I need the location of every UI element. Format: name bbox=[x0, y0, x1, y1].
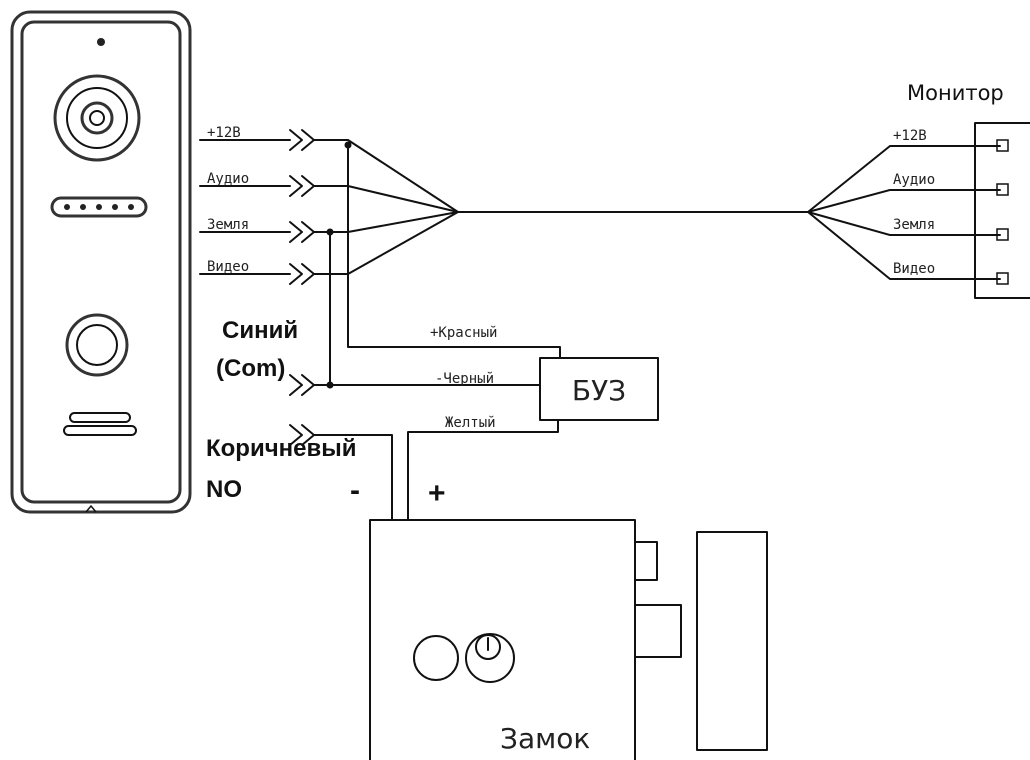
buz-wire-black-label: -Черный bbox=[435, 371, 494, 387]
connector-chevron-icons bbox=[289, 129, 315, 446]
label-plus: + bbox=[428, 477, 446, 510]
label-minus: - bbox=[350, 474, 360, 507]
wire-label-ground: Земля bbox=[207, 217, 249, 233]
wire-label-12v: +12В bbox=[207, 125, 241, 141]
strike-plate bbox=[696, 531, 768, 751]
buz-title: БУЗ bbox=[572, 374, 626, 407]
tap-wires bbox=[313, 144, 561, 521]
ir-led-strip-icon bbox=[50, 196, 148, 218]
monitor-label-video: Видео bbox=[893, 261, 935, 277]
buz-wire-yellow-label: Желтый bbox=[445, 415, 496, 431]
lock-cylinder-icon bbox=[465, 633, 515, 683]
monitor-label-audio: Аудио bbox=[893, 172, 935, 188]
lock-keyhole-icon bbox=[413, 635, 459, 681]
wire-label-audio: Аудио bbox=[207, 171, 249, 187]
panel-wires bbox=[199, 139, 291, 275]
microphone-hole-icon bbox=[97, 38, 105, 46]
lock bbox=[369, 519, 768, 760]
panel-bottom-notch bbox=[85, 504, 97, 513]
right-harness bbox=[807, 145, 1001, 280]
lock-bolt bbox=[634, 604, 682, 658]
lock-title: Замок bbox=[500, 722, 590, 755]
lock-latch bbox=[634, 541, 658, 581]
monitor-terminal-block bbox=[974, 122, 1030, 299]
camera-icon bbox=[53, 74, 141, 162]
left-harness bbox=[313, 139, 809, 275]
call-button-icon bbox=[65, 313, 129, 377]
call-panel bbox=[10, 10, 192, 514]
call-panel-outer bbox=[10, 10, 192, 514]
speaker-grille-icon bbox=[63, 412, 137, 436]
monitor-label-12v: +12В bbox=[893, 128, 927, 144]
call-panel-inner bbox=[20, 20, 182, 504]
label-com: (Com) bbox=[216, 355, 285, 382]
buz-wire-red-label: +Красный bbox=[430, 325, 497, 341]
wire-label-video: Видео bbox=[207, 259, 249, 275]
buz-box bbox=[539, 357, 659, 421]
label-brown-wire: Коричневый bbox=[206, 435, 357, 462]
monitor-label-ground: Земля bbox=[893, 217, 935, 233]
label-blue-wire: Синий bbox=[222, 317, 298, 344]
monitor-title: Монитор bbox=[907, 81, 1004, 105]
label-no: NO bbox=[206, 476, 242, 503]
